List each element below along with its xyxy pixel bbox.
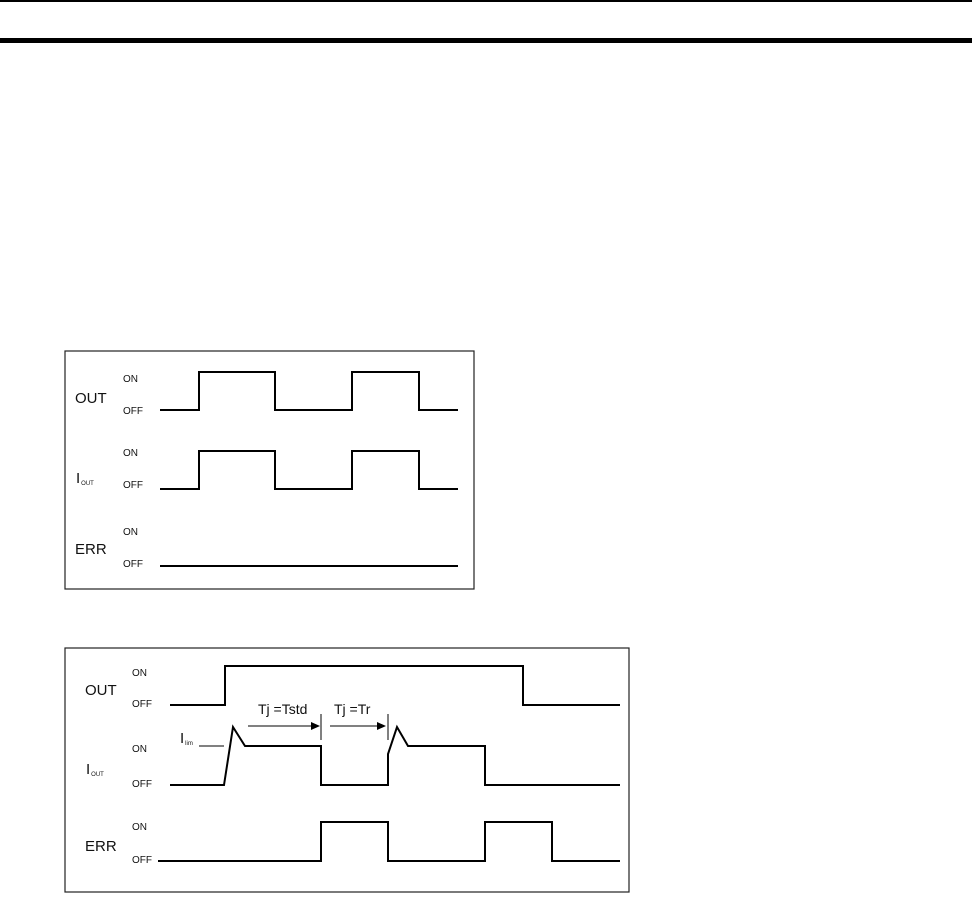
signal-label-err: ERR xyxy=(85,838,117,855)
state-label-on: ON xyxy=(123,374,138,385)
state-label-on: ON xyxy=(123,448,138,459)
signal-label-iout: IOUT xyxy=(86,761,104,778)
state-label-off: OFF xyxy=(123,406,143,417)
state-label-on: ON xyxy=(132,668,147,679)
waveform-iout xyxy=(170,724,620,786)
diagram-frame xyxy=(64,350,475,590)
timing-diagram-overload: OUT ON OFF Tj =Tstd Tj =Tr Ilim IOUT ON … xyxy=(64,647,630,893)
header-rule-thin xyxy=(0,0,972,2)
waveform-out xyxy=(170,665,620,706)
waveform-iout xyxy=(160,450,458,490)
arrowhead-tr xyxy=(377,722,386,730)
waveform-err xyxy=(158,821,620,862)
timing-diagram-normal: OUT ON OFF IOUT ON OFF ERR ON OFF xyxy=(64,350,475,590)
state-label-off: OFF xyxy=(132,699,152,710)
diagram-frame xyxy=(64,647,630,893)
annotation-tr: Tj =Tr xyxy=(334,701,371,717)
waveform-out xyxy=(160,371,458,411)
signal-label-out: OUT xyxy=(75,390,107,407)
state-label-off: OFF xyxy=(123,559,143,570)
arrowhead-tstd xyxy=(311,722,320,730)
signal-label-err: ERR xyxy=(75,541,107,558)
state-label-off: OFF xyxy=(132,855,152,866)
signal-label-out: OUT xyxy=(85,682,117,699)
state-label-on: ON xyxy=(132,744,147,755)
state-label-off: OFF xyxy=(123,480,143,491)
signal-label-iout: IOUT xyxy=(76,470,94,487)
signal-label-ilim: Ilim xyxy=(180,730,193,747)
state-label-off: OFF xyxy=(132,779,152,790)
annotation-tstd: Tj =Tstd xyxy=(258,701,307,717)
header-rule-thick xyxy=(0,38,972,43)
state-label-on: ON xyxy=(132,822,147,833)
state-label-on: ON xyxy=(123,527,138,538)
